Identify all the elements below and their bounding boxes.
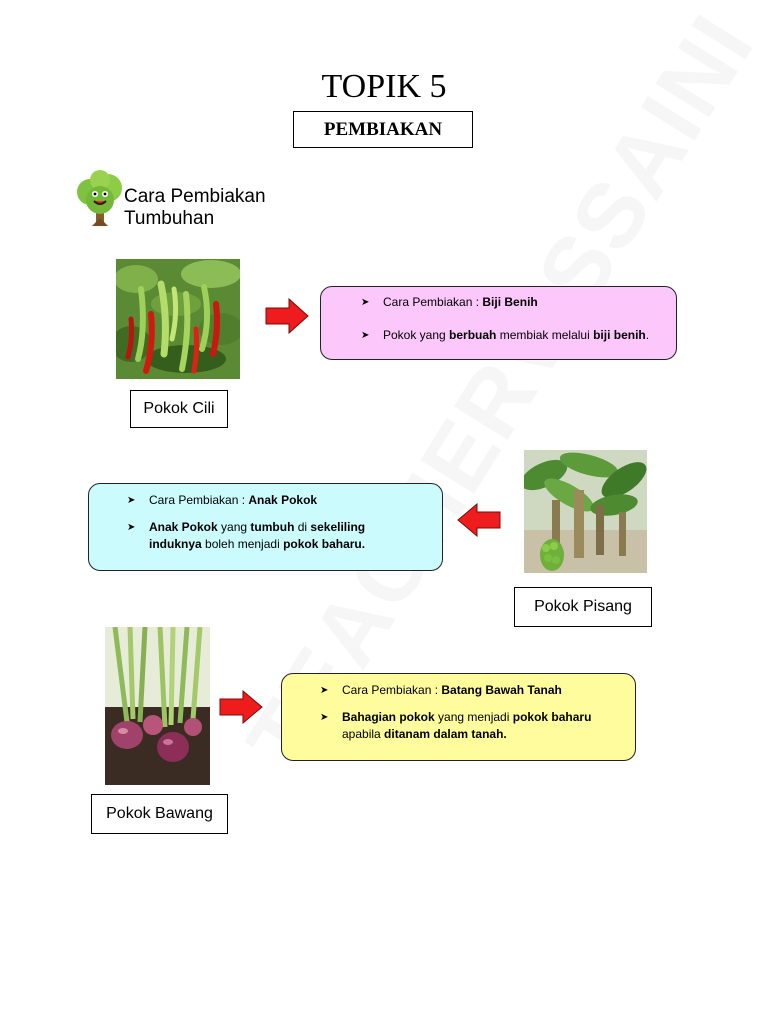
- subtitle-box: PEMBIAKAN: [293, 111, 473, 148]
- text-run: pokok baharu.: [283, 537, 366, 551]
- text-run: berbuah: [449, 328, 497, 342]
- info-item: ➤ Cara Pembiakan : Biji Benih: [361, 294, 676, 311]
- method-name: Biji Benih: [482, 295, 538, 309]
- text-run: yang: [217, 520, 251, 534]
- bullet-arrow-icon: ➤: [361, 297, 370, 308]
- plant-label: Pokok Pisang: [534, 598, 632, 615]
- text-run: boleh menjadi: [201, 537, 284, 551]
- label-box-cili: Pokok Cili: [130, 390, 228, 428]
- description: Bahagian pokok yang menjadi pokok baharu…: [342, 710, 591, 741]
- page-title: TOPIK 5: [321, 68, 447, 105]
- label-box-bawang: Pokok Bawang: [91, 794, 228, 834]
- bullet-arrow-icon: ➤: [127, 522, 136, 533]
- text-run: Pokok yang: [383, 328, 450, 342]
- bullet-arrow-icon: ➤: [361, 330, 370, 341]
- info-item: ➤ Cara Pembiakan : Batang Bawah Tanah: [320, 682, 619, 699]
- text-run: Bahagian pokok: [342, 710, 435, 724]
- subtitle: PEMBIAKAN: [323, 118, 443, 140]
- method-prefix: Cara Pembiakan :: [149, 493, 249, 507]
- text-run: sekeliling induknya: [149, 520, 366, 551]
- text-run: biji benih: [593, 328, 646, 342]
- text-run: pokok baharu: [512, 710, 592, 724]
- text-run: ditanam dalam tanah.: [384, 727, 507, 741]
- text-run: membiak melalui: [496, 328, 594, 342]
- arrow-left-icon: [457, 503, 501, 537]
- method-name: Anak Pokok: [248, 493, 318, 507]
- tree-icon: [77, 170, 122, 226]
- bullet-arrow-icon: ➤: [320, 712, 329, 723]
- info-item: ➤ Bahagian pokok yang menjadi pokok baha…: [320, 709, 617, 743]
- plant-label: Pokok Cili: [143, 400, 215, 417]
- bullet-arrow-icon: ➤: [127, 495, 136, 506]
- description: Anak Pokok yang tumbuh di sekeliling ind…: [149, 520, 365, 551]
- description: Pokok yang berbuah membiak melalui biji …: [383, 328, 649, 342]
- onion-plant-photo: [105, 627, 210, 785]
- info-item: ➤ Pokok yang berbuah membiak melalui bij…: [361, 327, 676, 344]
- arrow-right-icon: [265, 298, 309, 334]
- text-run: di: [294, 520, 311, 534]
- info-box-cili: ➤ Cara Pembiakan : Biji Benih ➤ Pokok ya…: [320, 286, 677, 360]
- method-prefix: Cara Pembiakan :: [383, 295, 483, 309]
- section-heading: Cara Pembiakan Tumbuhan: [124, 186, 266, 226]
- chili-plant-photo: [116, 259, 240, 379]
- plant-label: Pokok Bawang: [106, 805, 213, 822]
- bullet-arrow-icon: ➤: [320, 685, 329, 696]
- info-item: ➤ Anak Pokok yang tumbuh di sekeliling i…: [127, 519, 379, 553]
- text-run: .: [645, 328, 650, 342]
- info-box-bawang: ➤ Cara Pembiakan : Batang Bawah Tanah ➤ …: [281, 673, 636, 761]
- arrow-right-icon: [219, 690, 263, 724]
- method-prefix: Cara Pembiakan :: [342, 683, 442, 697]
- info-box-pisang: ➤ Cara Pembiakan : Anak Pokok ➤ Anak Pok…: [88, 483, 443, 571]
- method-name: Batang Bawah Tanah: [441, 683, 562, 697]
- text-run: yang menjadi: [434, 710, 513, 724]
- info-item: ➤ Cara Pembiakan : Anak Pokok: [127, 492, 426, 509]
- text-run: apabila: [342, 727, 385, 741]
- text-run: Anak Pokok: [149, 520, 218, 534]
- label-box-pisang: Pokok Pisang: [514, 587, 652, 627]
- text-run: tumbuh: [250, 520, 295, 534]
- banana-plant-photo: [524, 450, 647, 573]
